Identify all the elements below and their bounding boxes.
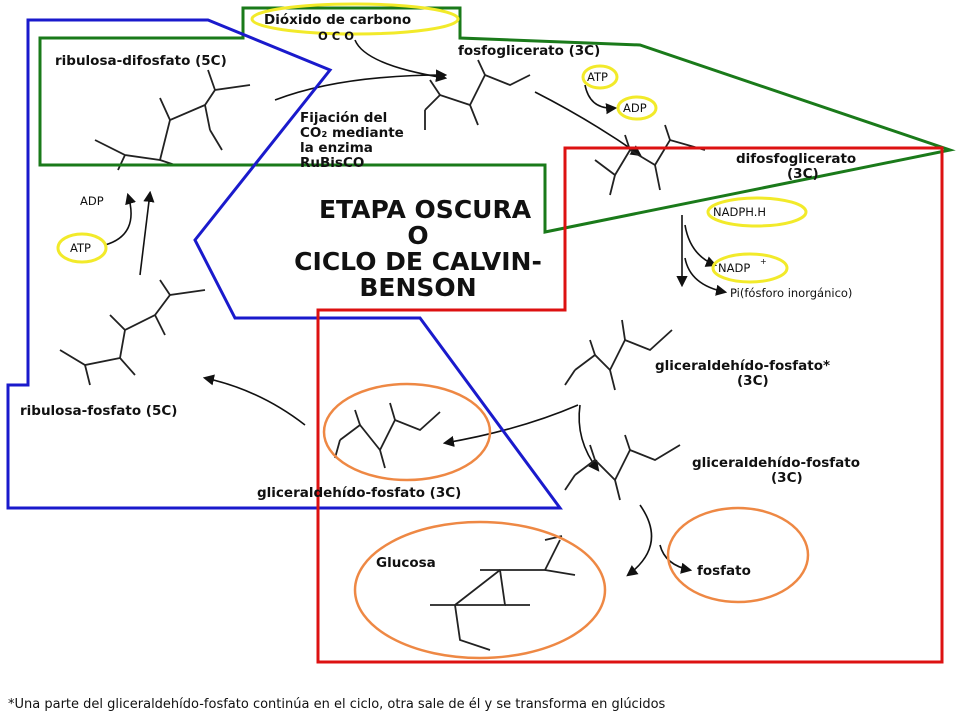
gap-label-2: (3C) [771,470,803,486]
title-line-2: O [407,221,428,250]
atp-left-highlight [56,232,108,264]
rdp-label: ribulosa-difosfato (5C) [55,53,227,69]
gap-label-1: gliceraldehído-fosfato [692,455,860,471]
gapcycle-backbone [339,411,441,452]
nadp-highlight [711,252,789,284]
dpga-label-2: (3C) [787,166,819,182]
rp-backbone [59,289,206,366]
green-fixation-region [38,6,956,234]
arrow-rp-to-rdp [139,190,155,276]
nadph-highlight [706,196,808,228]
title-block: ETAPA OSCURA O CICLO DE CALVIN- BENSON [294,195,542,302]
gap-star-label-2: (3C) [737,373,769,389]
co2-label: Dióxido de carbono [264,12,411,28]
pga-label: fosfoglicerato (3C) [458,43,600,59]
nadp-plus: + [760,257,767,266]
atp-left: ATP [70,241,91,255]
fixation-line-3: la enzima [300,140,373,156]
arrow-to-phosphate [659,544,693,574]
title-line-3: CICLO DE CALVIN- [294,247,542,276]
atp-top: ATP [587,70,608,84]
arrow-atp-top [584,84,618,115]
pga-backbone [424,73,531,111]
gapstar-backbone [574,329,673,372]
glucose-backbone [454,539,561,651]
atp-top-highlight [581,64,619,90]
arrow-co2-to-pga [354,39,448,83]
molecule-structures [59,59,706,651]
arrow-gapstar-to-gap [578,404,600,472]
glucose-branches [430,535,576,606]
arrow-gap-to-rp [202,374,306,426]
rp-label: ribulosa-fosfato (5C) [20,403,177,419]
pga-branches [424,59,486,130]
phosphate-label: fosfato [697,563,751,579]
gap-cycle-label: gliceraldehído-fosfato (3C) [257,485,461,501]
nadp-label: NADP [718,261,750,275]
blue-regeneration-region [6,18,563,510]
title-line-1: ETAPA OSCURA [319,195,532,224]
adp-top: ADP [623,101,647,115]
fixation-line-2: CO₂ mediante [300,125,404,141]
gapstar-branches [564,319,626,391]
co2-formula: O C O [318,29,354,43]
dpga-label-1: difosfoglicerato [736,151,856,167]
arrow-to-gap-cycle [442,404,579,447]
labels: Dióxido de carbono O C O ribulosa-difosf… [8,12,860,712]
red-reduction-region [316,146,944,664]
gap-backbone [574,444,681,482]
arrow-atp-left [104,192,136,246]
arrow-gap-to-glucose [626,504,653,577]
arrow-pi [684,257,728,296]
rdp-backbone [94,84,251,162]
glucose-highlight [353,520,607,660]
rp-branches [84,279,171,386]
pi-label: Pi(fósforo inorgánico) [730,286,852,300]
region-outlines [6,6,956,664]
fixation-line-1: Fijación del [300,110,387,126]
glucose-label: Glucosa [376,555,436,571]
title-line-4: BENSON [359,273,476,302]
nadph-label: NADPH.H [713,205,766,219]
cycle-arrows [104,39,728,577]
co2-highlight [250,2,460,36]
gap-branches [564,434,631,501]
dpga-branches [609,124,671,196]
adp-left: ADP [80,194,104,208]
dpga-backbone [594,138,706,177]
fixation-line-4: RuBisCO [300,155,364,171]
highlights [56,2,810,660]
phosphate-highlight [666,506,810,604]
gap-star-label-1: gliceraldehído-fosfato* [655,358,830,374]
adp-top-highlight [616,95,658,121]
gap-cycle-highlight [322,382,492,482]
arrow-rdp-to-pga [274,69,448,101]
footnote: *Una parte del gliceraldehído-fosfato co… [8,697,666,712]
arrow-nadph [684,224,718,267]
gapcycle-branches [334,402,396,469]
rdp-branches [117,69,223,171]
